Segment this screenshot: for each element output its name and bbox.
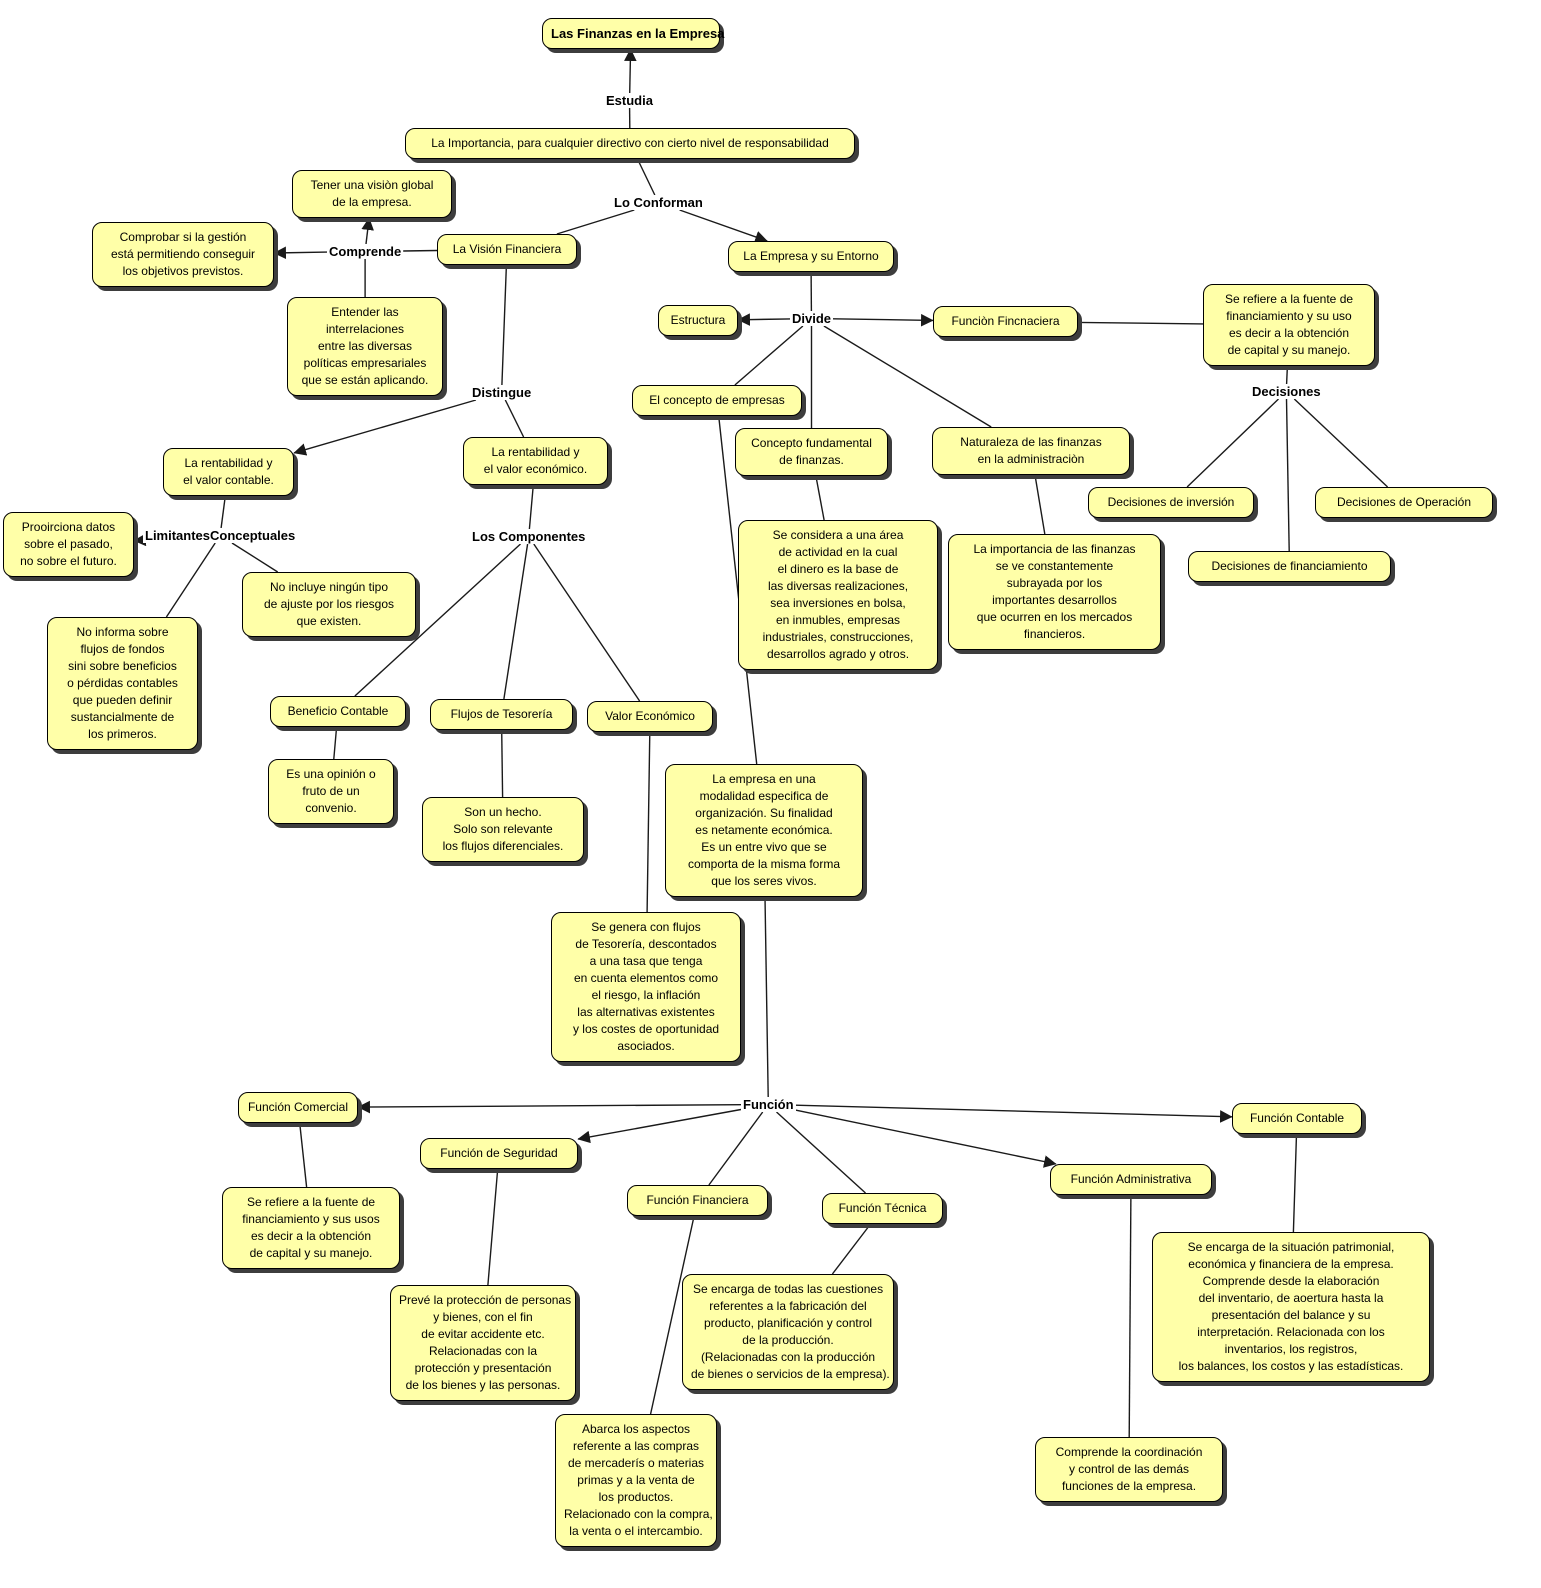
link-label-distingue[interactable]: Distingue: [470, 385, 534, 400]
connector-line: [577, 1108, 742, 1144]
concept-node-funcion-tecnica[interactable]: Función Técnica: [822, 1193, 943, 1224]
concept-node-entender[interactable]: Entender las interrelaciones entre las d…: [287, 297, 443, 396]
connector-line: [1285, 398, 1290, 552]
concept-node-rentabilidad-contable[interactable]: La rentabilidad y el valor contable.: [163, 448, 294, 496]
connector-line: [333, 726, 338, 760]
concept-node-concepto-finanzas[interactable]: Concepto fundamental de finanzas.: [735, 428, 888, 476]
link-label-divide[interactable]: Divide: [790, 311, 834, 326]
link-label-limitantes-conceptuales[interactable]: LimitantesConceptuales: [143, 528, 298, 543]
connector-line: [718, 415, 758, 765]
connector-line: [734, 325, 804, 386]
connector-line: [1128, 1194, 1132, 1438]
connector-line: [737, 313, 791, 326]
concept-node-empresa-modalidad[interactable]: La empresa en una modalidad especifica d…: [665, 764, 863, 897]
concept-node-funcion-comercial[interactable]: Función Comercial: [238, 1092, 358, 1123]
connector-line: [361, 217, 374, 245]
connector-line: [708, 1111, 764, 1186]
connector-line: [624, 48, 637, 94]
concept-node-funcion-contable[interactable]: Función Contable: [1232, 1103, 1362, 1134]
concept-node-decisiones-financiamiento[interactable]: Decisiones de financiamiento: [1188, 551, 1391, 582]
link-label-lo-conforman[interactable]: Lo Conforman: [612, 195, 705, 210]
concept-node-decisiones-operacion[interactable]: Decisiones de Operación: [1315, 487, 1493, 518]
concept-node-funcion-seguridad[interactable]: Función de Seguridad: [420, 1138, 578, 1169]
concept-node-se-considera[interactable]: Se considera a una área de actividad en …: [738, 520, 938, 670]
connector-line: [679, 209, 768, 243]
concept-node-abarca[interactable]: Abarca los aspectos referente a las comp…: [555, 1414, 717, 1547]
connector-line: [273, 246, 328, 260]
concept-node-se-genera[interactable]: Se genera con flujos de Tesorería, desco…: [551, 912, 741, 1062]
connector-line: [501, 729, 504, 798]
concept-node-importancia[interactable]: La Importancia, para cualquier directivo…: [405, 128, 855, 159]
concept-node-son-hecho[interactable]: Son un hecho. Solo son relevante los flu…: [422, 797, 584, 862]
concept-node-flujos-tesoreria[interactable]: Flujos de Tesorería: [430, 699, 573, 730]
link-label-decisiones[interactable]: Decisiones: [1250, 384, 1323, 399]
connector-line: [533, 543, 641, 702]
concept-node-funcion-financiera[interactable]: Función Financiera: [627, 1185, 768, 1216]
concept-node-se-encarga-situacion[interactable]: Se encarga de la situación patrimonial, …: [1152, 1232, 1430, 1382]
connector-line: [504, 399, 525, 438]
connector-line: [1285, 365, 1289, 385]
concept-node-estructura[interactable]: Estructura: [658, 305, 738, 336]
concept-node-concepto-empresas[interactable]: El concepto de empresas: [632, 385, 802, 416]
connector-line: [776, 1111, 866, 1194]
connector-line: [1293, 398, 1389, 488]
connector-line: [293, 399, 477, 456]
connector-line: [764, 896, 769, 1098]
connector-line: [220, 495, 226, 529]
concept-node-las-finanzas[interactable]: Las Finanzas en la Empresa: [542, 18, 724, 49]
link-label-estudia[interactable]: Estudia: [604, 93, 655, 108]
concept-node-comprobar[interactable]: Comprobar si la gestión está permitiendo…: [92, 222, 274, 287]
concept-node-vision-global[interactable]: Tener una visiòn global de la empresa.: [292, 170, 452, 218]
link-label-los-componentes[interactable]: Los Componentes: [470, 529, 588, 544]
concept-node-beneficio-contable[interactable]: Beneficio Contable: [270, 696, 406, 727]
connector-line: [1034, 474, 1046, 535]
connector-line: [649, 1215, 695, 1415]
connector-line: [403, 249, 438, 252]
link-label-comprende[interactable]: Comprende: [327, 244, 404, 259]
connector-line: [487, 1168, 499, 1286]
connector-line: [1077, 321, 1204, 325]
concept-node-prooirciona[interactable]: Prooirciona datos sobre el pasado, no so…: [3, 512, 134, 577]
connector-line: [795, 1109, 1057, 1168]
connector-line: [528, 484, 534, 530]
connector-line: [636, 158, 656, 196]
concept-node-empresa-entorno[interactable]: La Empresa y su Entorno: [728, 241, 894, 272]
connector-line: [231, 542, 279, 573]
concept-node-vision-financiera[interactable]: La Visión Financiera: [437, 234, 577, 265]
concept-node-funcion-fincnaciera[interactable]: Funciòn Fincnaciera: [933, 306, 1078, 337]
concept-node-naturaleza[interactable]: Naturaleza de las finanzas en la adminis…: [932, 427, 1130, 475]
concept-node-comprende-coordinacion[interactable]: Comprende la coordinación y control de l…: [1035, 1437, 1223, 1502]
concept-node-no-informa[interactable]: No informa sobre flujos de fondos sini s…: [47, 617, 198, 750]
concept-node-no-incluye[interactable]: No incluye ningún tipo de ajuste por los…: [242, 572, 416, 637]
concept-node-se-encarga-cuestiones[interactable]: Se encarga de todas las cuestiones refer…: [682, 1274, 894, 1390]
connector-line: [815, 475, 825, 521]
concept-node-decisiones-inversion[interactable]: Decisiones de inversión: [1088, 487, 1254, 518]
concept-node-refiere-usos[interactable]: Se refiere a la fuente de financiamiento…: [222, 1187, 400, 1269]
connector-line: [357, 1100, 742, 1114]
connector-line: [556, 209, 635, 235]
connector-line: [832, 313, 934, 327]
connector-line: [354, 543, 521, 697]
concept-node-preve[interactable]: Prevé la protección de personas y bienes…: [390, 1285, 576, 1401]
connector-line: [165, 542, 216, 618]
concept-node-funcion-administrativa[interactable]: Función Administrativa: [1050, 1164, 1212, 1195]
connector-line: [1186, 398, 1279, 488]
connector-line: [795, 1104, 1233, 1123]
concept-node-rentabilidad-economico[interactable]: La rentabilidad y el valor económico.: [463, 437, 608, 485]
connector-line: [133, 533, 147, 547]
link-label-funcion[interactable]: Función: [741, 1097, 796, 1112]
connector-line: [299, 1122, 308, 1188]
concept-node-refiere-uso[interactable]: Se refiere a la fuente de financiamiento…: [1203, 284, 1375, 366]
concept-node-valor-economico[interactable]: Valor Económico: [587, 701, 713, 732]
connector-line: [831, 1223, 872, 1275]
connector-line: [823, 325, 992, 428]
connector-line: [646, 731, 651, 913]
concept-node-importancia-finanzas[interactable]: La importancia de las finanzas se ve con…: [948, 534, 1161, 650]
connector-line: [501, 264, 508, 386]
connector-line: [1292, 1133, 1298, 1233]
concept-node-opinion[interactable]: Es una opinión o fruto de un convenio.: [268, 759, 394, 824]
connector-line: [503, 543, 529, 700]
